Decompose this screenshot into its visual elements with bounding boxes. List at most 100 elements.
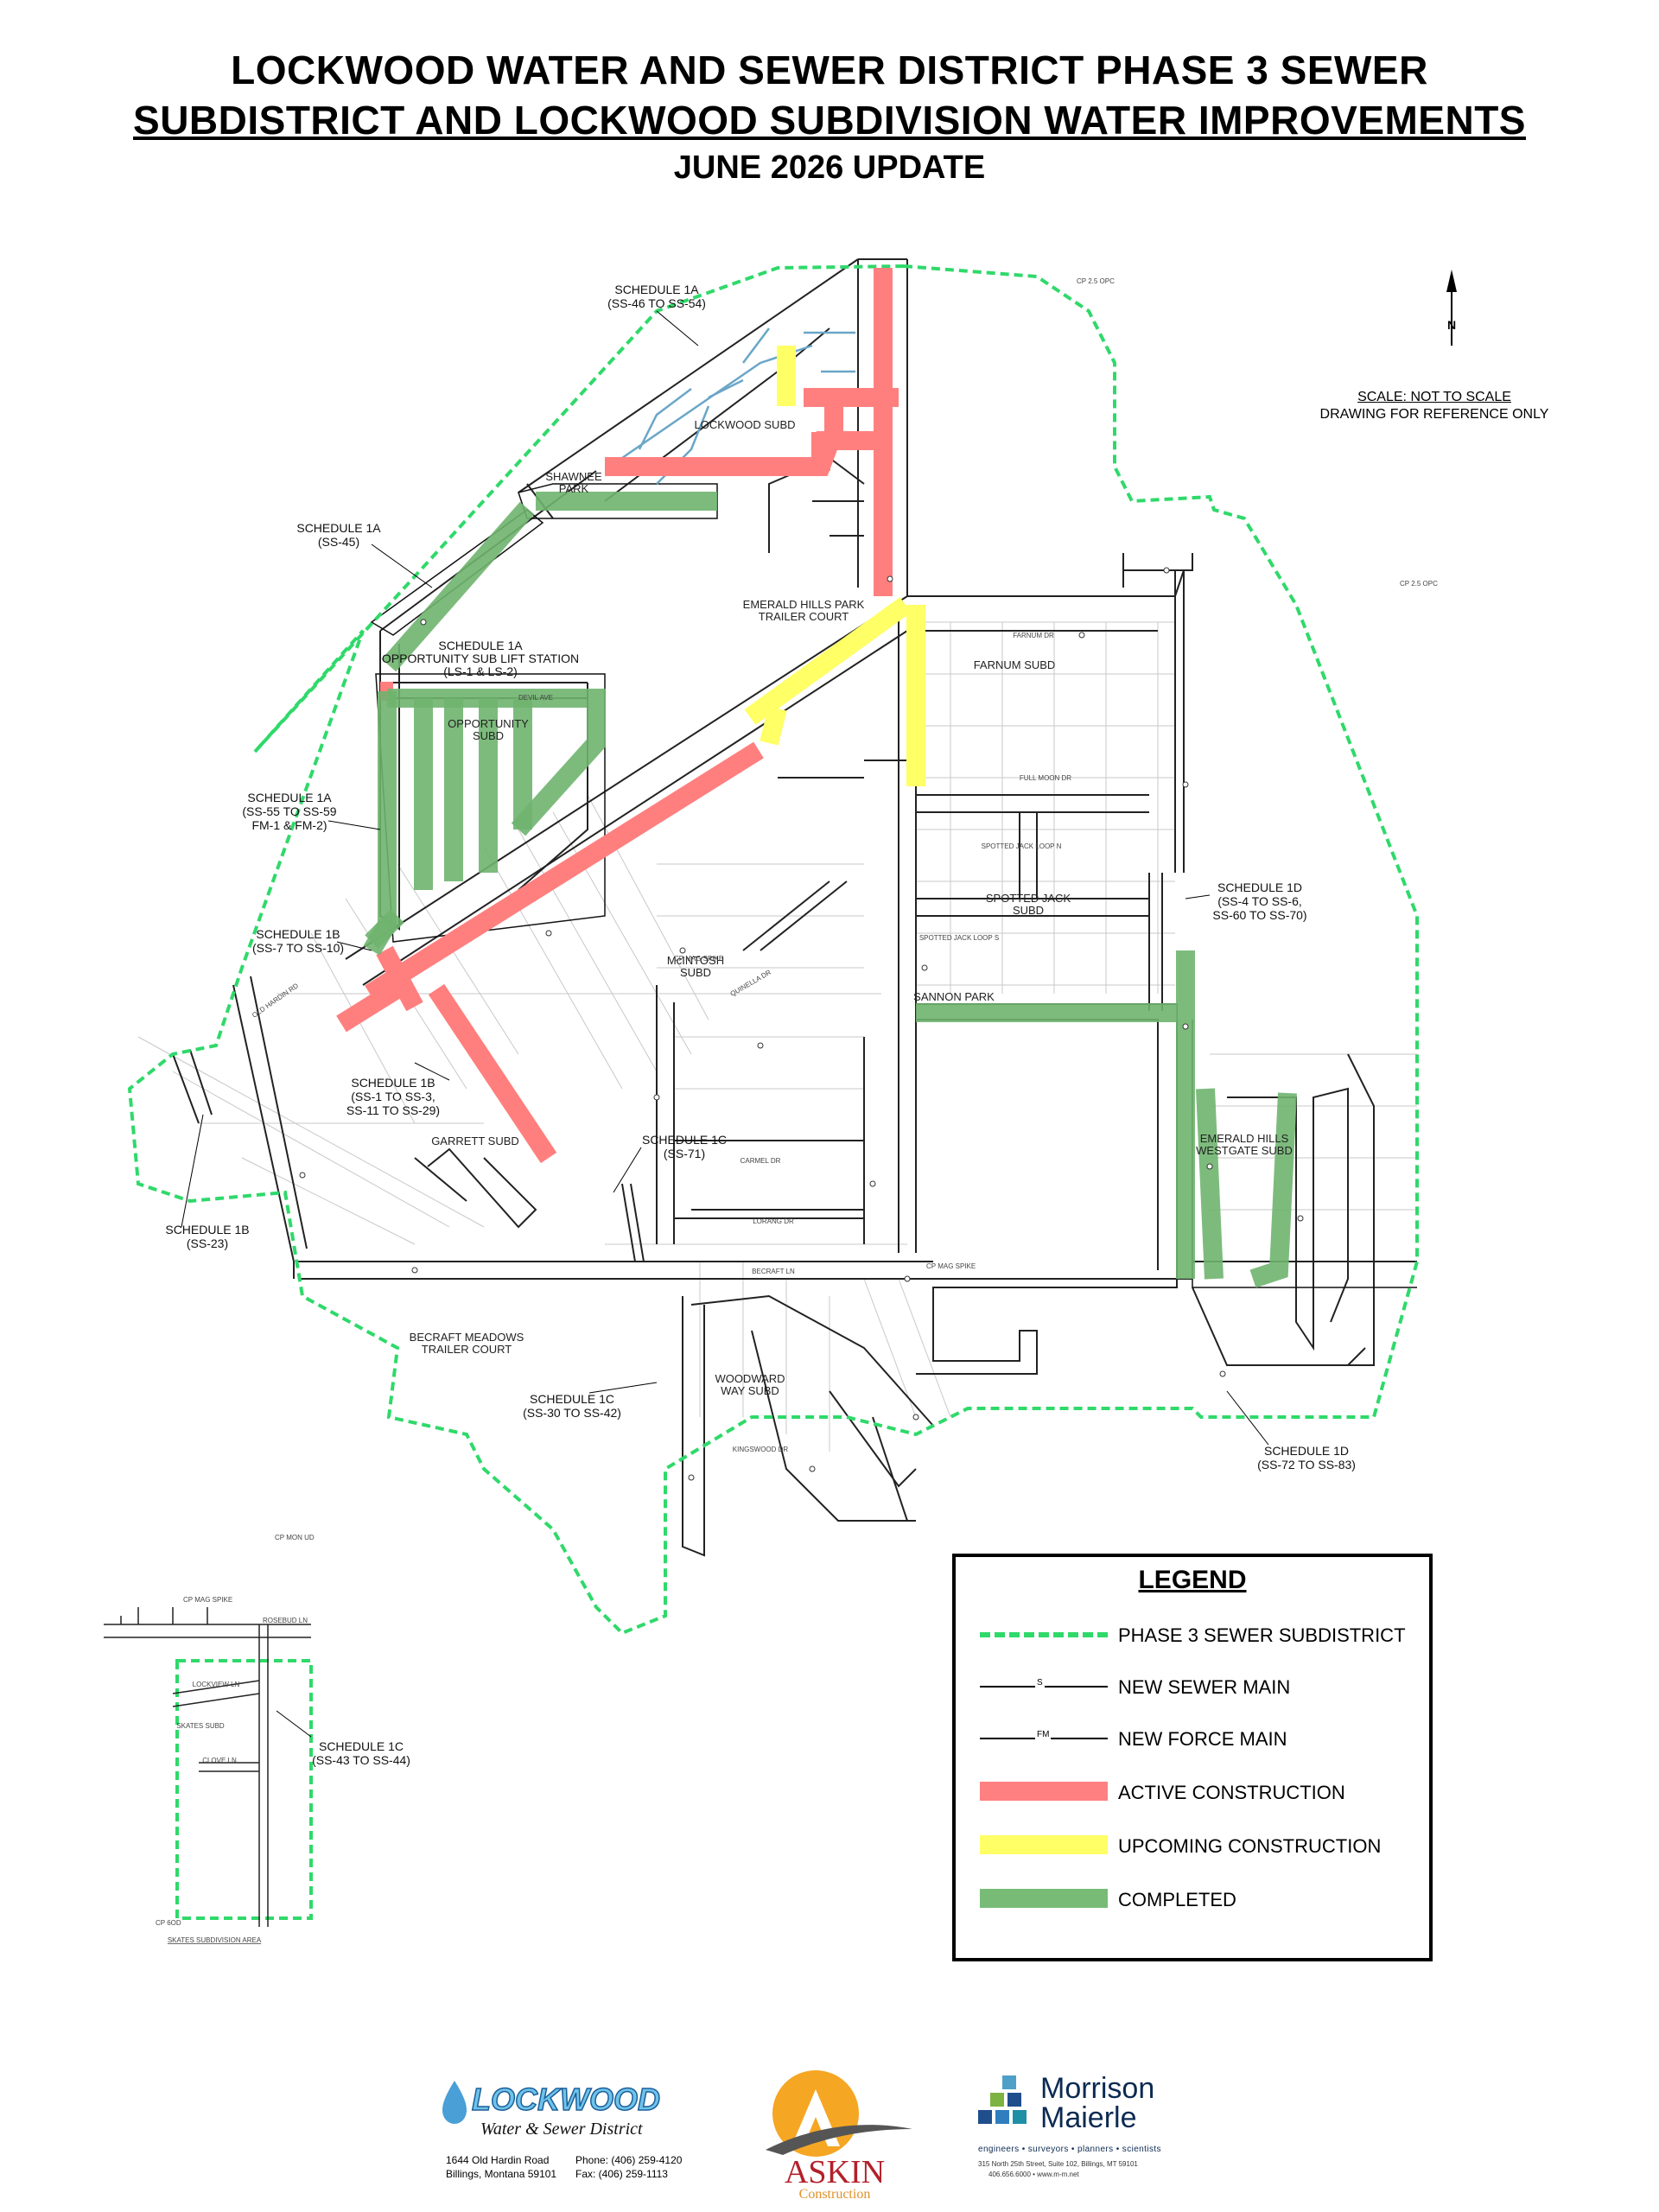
legend-symbol-force-line: FM — [980, 1730, 1108, 1739]
mm-name-1: Morrison — [1040, 2072, 1155, 2105]
lwsd-logo-block: LOCKWOOD Water & Sewer District 1644 Old… — [437, 2074, 714, 2212]
label-farnum-subd: FARNUM SUBD — [974, 658, 1056, 671]
askin-name: ASKIN — [785, 2154, 885, 2190]
cp-mag-spike-1: CP MAG SPIKE — [926, 1262, 976, 1270]
scale-note: SCALE: NOT TO SCALE DRAWING FOR REFERENC… — [1296, 389, 1573, 423]
street-spotted-jack-loop-s: SPOTTED JACK LOOP S — [919, 934, 999, 942]
title-block: LOCKWOOD WATER AND SEWER DISTRICT PHASE … — [0, 45, 1659, 190]
street-carmel-dr: CARMEL DR — [741, 1157, 781, 1165]
askin-swoosh-icon — [766, 2125, 912, 2155]
street-old-hardin-rd: OLD HARDIN RD — [251, 982, 300, 1020]
scale-note-line-1: SCALE: NOT TO SCALE — [1357, 390, 1511, 404]
legend-label: ACTIVE CONSTRUCTION — [1118, 1782, 1345, 1803]
schedule-1b-ss23: SCHEDULE 1B(SS-23) — [165, 1223, 249, 1250]
schedule-1a-top: SCHEDULE 1A(SS-46 TO SS-54) — [607, 283, 706, 310]
street-clove-ln: CLOVE LN — [202, 1757, 237, 1764]
legend-symbol-mark: FM — [1035, 1730, 1052, 1739]
lwsd-logo: LOCKWOOD Water & Sewer District — [442, 2081, 661, 2139]
lwsd-name: LOCKWOOD — [472, 2082, 660, 2117]
legend-item-force-main: FM NEW FORCE MAIN — [971, 1721, 1421, 1756]
schedule-1c-ss71: SCHEDULE 1C(SS-71) — [642, 1133, 727, 1160]
schedule-1c-ss30: SCHEDULE 1C(SS-30 TO SS-42) — [523, 1392, 621, 1420]
legend-item-subdistrict: PHASE 3 SEWER SUBDISTRICT — [971, 1618, 1421, 1652]
title-line-1: LOCKWOOD WATER AND SEWER DISTRICT PHASE … — [231, 48, 1428, 92]
cp-mon: CP MON UD — [275, 1534, 315, 1541]
legend-symbol-green-band — [980, 1889, 1108, 1908]
upcoming-construction — [744, 346, 925, 786]
skates-inset-roads — [104, 1607, 311, 1927]
schedule-1c-ss43: SCHEDULE 1C(SS-43 TO SS-44) — [312, 1739, 410, 1767]
cp-mag-spike-3: CP MAG SPIKE — [183, 1596, 232, 1604]
legend-item-active: ACTIVE CONSTRUCTION — [971, 1775, 1421, 1809]
cp-bottom: CP 6OD — [156, 1919, 181, 1927]
title-line-2: SUBDISTRICT AND LOCKWOOD SUBDIVISION WAT… — [133, 98, 1526, 143]
legend-title: LEGEND — [1138, 1566, 1247, 1594]
skates-subdistrict-boundary — [175, 1659, 313, 1920]
street-rosebud-ln: ROSEBUD LN — [263, 1617, 308, 1624]
legend-label: NEW SEWER MAIN — [1118, 1676, 1291, 1698]
manhole-markers — [299, 567, 1304, 1481]
mm-name: Morrison Maierle — [1040, 2074, 1154, 2133]
legend-symbol-yellow-band — [980, 1835, 1108, 1854]
street-lockview-ln: LOCKVIEW LN — [193, 1681, 240, 1688]
north-arrow-icon: N — [1446, 270, 1457, 346]
legend-symbol-red-band — [980, 1782, 1108, 1801]
schedule-1b-ss1: SCHEDULE 1B(SS-1 TO SS-3,SS-11 TO SS-29) — [346, 1076, 440, 1117]
scale-note-line-2: DRAWING FOR REFERENCE ONLY — [1319, 407, 1549, 422]
askin-logo: ASKIN Construction — [766, 2070, 912, 2202]
north-letter: N — [1447, 318, 1456, 332]
active-construction — [336, 268, 899, 1164]
cp-right: CP 2.5 OPC — [1400, 580, 1438, 588]
label-garrett-subd: GARRETT SUBD — [431, 1135, 519, 1147]
lwsd-fax: Fax: (406) 259-1113 — [575, 2168, 668, 2180]
legend-box: LEGEND PHASE 3 SEWER SUBDISTRICT S NEW S… — [952, 1554, 1433, 1961]
legend-symbol-mark: S — [1035, 1678, 1045, 1688]
label-lockwood-subd: LOCKWOOD SUBD — [694, 418, 795, 431]
water-drop-icon — [442, 2081, 467, 2124]
lwsd-addr2: Billings, Montana 59101 — [446, 2168, 557, 2180]
title-line-3: JUNE 2026 UPDATE — [673, 149, 986, 186]
control-points: CP 2.5 OPC CP 2.5 OPC CP MAG SPIKE CP MA… — [156, 277, 1438, 1927]
street-becraft-ln: BECRAFT LN — [752, 1268, 795, 1275]
lwsd-addr1: 1644 Old Hardin Road — [446, 2154, 550, 2166]
schedule-labels: SCHEDULE 1A(SS-46 TO SS-54) SCHEDULE 1A(… — [165, 283, 1356, 1767]
street-kingswood-dr: KINGSWOOD DR — [733, 1446, 789, 1453]
label-sannon-park: SANNON PARK — [913, 990, 995, 1003]
legend-symbol-dashed-green — [980, 1632, 1108, 1637]
legend-label: PHASE 3 SEWER SUBDISTRICT — [1118, 1624, 1406, 1646]
askin-subtitle: Construction — [799, 2187, 871, 2202]
cp-top: CP 2.5 OPC — [1077, 277, 1115, 285]
schedule-1d-ss4: SCHEDULE 1D(SS-4 TO SS-6,SS-60 TO SS-70) — [1212, 880, 1306, 922]
street-full-moon-dr: FULL MOON DR — [1020, 774, 1071, 782]
lwsd-address: 1644 Old Hardin Road Billings, Montana 5… — [446, 2153, 705, 2181]
leader-lines — [181, 310, 1269, 1738]
street-devil-ave: DEVIL AVE — [518, 694, 553, 702]
parcel-lines — [137, 621, 1417, 1452]
schedule-1d-ss72: SCHEDULE 1D(SS-72 TO SS-83) — [1257, 1444, 1356, 1471]
legend-item-sewer-main: S NEW SEWER MAIN — [971, 1669, 1421, 1704]
mm-address: 315 North 25th Street, Suite 102, Billin… — [978, 2160, 1138, 2168]
schedule-1a-ss45: SCHEDULE 1A(SS-45) — [296, 521, 381, 549]
mm-phone: 406.656.6000 • www.m-m.net — [988, 2171, 1079, 2178]
legend-symbol-sewer-line: S — [980, 1678, 1108, 1688]
legend-item-completed: COMPLETED — [971, 1882, 1421, 1916]
lwsd-phone: Phone: (406) 259-4120 — [575, 2154, 683, 2166]
lwsd-subtitle: Water & Sewer District — [480, 2120, 643, 2139]
label-skates-area: SKATES SUBDIVISION AREA — [168, 1936, 262, 1944]
legend-item-upcoming: UPCOMING CONSTRUCTION — [971, 1828, 1421, 1863]
street-lorang-dr: LORANG DR — [753, 1217, 794, 1225]
street-spotted-jack-loop-n: SPOTTED JACK LOOP N — [982, 842, 1062, 850]
phase3-subdistrict-boundary — [127, 264, 1419, 1636]
